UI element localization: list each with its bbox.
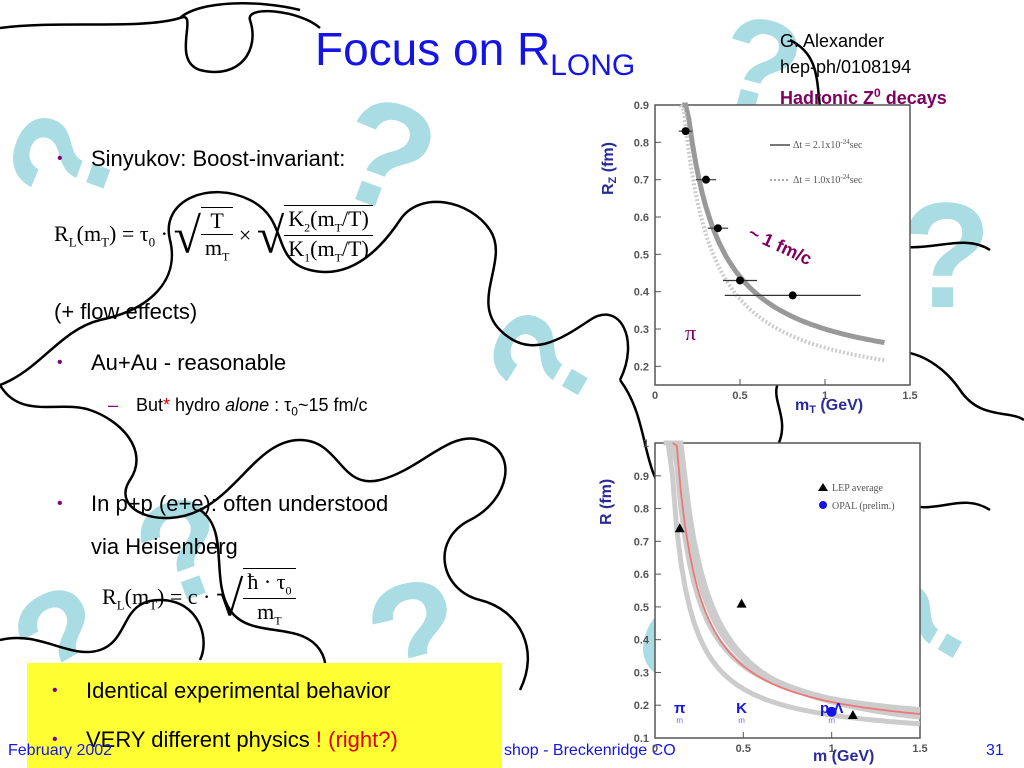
legend-circle-marker	[819, 501, 827, 509]
bullet-dot: •	[57, 150, 63, 167]
chart1-data-point	[713, 224, 722, 233]
chart1-curve-10	[678, 103, 885, 363]
footer-page-number: 31	[986, 742, 1004, 759]
x-tick-label: 1	[829, 743, 835, 755]
sub-bullet-hydro: –But* hydro alone : τ0~15 fm/c	[108, 395, 368, 419]
y-tick-label: 0.6	[634, 569, 649, 581]
y-tick-label: 0.5	[634, 602, 649, 614]
chart2-lep-point	[847, 710, 858, 720]
flow-effects-text: (+ flow effects)	[54, 299, 198, 324]
chart2-legend-2: OPAL (prelim.)	[832, 501, 895, 512]
y-tick-label: 0.9	[634, 100, 649, 112]
footer-conference: shop - Breckenridge CO	[504, 742, 676, 759]
chart1-xlabel: mT (GeV)	[795, 397, 863, 415]
bullet-dot: •	[52, 682, 58, 699]
reference-author: G. Alexander	[780, 31, 885, 51]
chart2-particle-label: p,Λ	[820, 700, 843, 717]
sub-bullet-dash: –	[108, 395, 119, 415]
y-tick-label: 0.7	[634, 175, 649, 187]
chart2-particle-mass-label: m	[676, 716, 683, 725]
chart2-xlabel: m (GeV)	[813, 748, 874, 765]
bullet-dot: •	[57, 495, 63, 512]
chart2-legend: LEP average OPAL (prelim.)	[818, 483, 895, 512]
y-tick-label: 0.8	[634, 504, 649, 516]
y-tick-label: 0.4	[634, 287, 650, 299]
chart1-data-point	[702, 175, 710, 184]
x-tick-label: 1	[822, 390, 828, 402]
question-mark-watermark: ?	[900, 171, 992, 339]
chart2-legend-1: LEP average	[832, 483, 884, 494]
chart2-ylabel: R (fm)	[598, 479, 615, 525]
y-tick-label: 0.3	[634, 324, 649, 336]
chart2-band-curve	[663, 440, 921, 720]
chart2-lep-point	[736, 598, 747, 608]
r-vs-m-chart: 0 0.5 1 1.5 1 0.9 0.8 0.7 0.6 0.5 0.4 0.3 0.2 0.1 LEP…	[598, 438, 928, 765]
x-tick-label: 0.5	[732, 390, 747, 402]
x-tick-label: 0	[652, 743, 658, 755]
y-tick-label: 1	[643, 438, 649, 450]
y-tick-label: 0.2	[634, 361, 649, 373]
x-tick-label: 1.5	[902, 390, 917, 402]
x-tick-label: 0	[652, 390, 658, 402]
bullet-sinyukov: •Sinyukov: Boost-invariant:	[57, 146, 346, 171]
y-tick-label: 0.8	[634, 137, 649, 149]
highlight-box: •Identical experimental behavior •VERY d…	[27, 663, 502, 768]
page-title: Focus on RLONG	[315, 23, 636, 82]
x-tick-label: 1.5	[912, 743, 927, 755]
y-tick-label: 0.2	[634, 700, 649, 712]
y-tick-label: 0.9	[634, 471, 649, 483]
chart1-particle-label: π	[685, 320, 696, 345]
y-tick-label: 0.3	[634, 667, 649, 679]
bullet-pp: •In p+p (e+e): often understood via Heis…	[57, 482, 388, 568]
footer-date: February 2002	[8, 742, 113, 759]
chart1-data-point	[788, 291, 797, 300]
chart2-red-curve	[672, 442, 921, 715]
y-tick-label: 0.5	[634, 249, 649, 261]
chart2-particle-label: π	[674, 700, 686, 717]
y-tick-label: 0.7	[634, 536, 649, 548]
legend-triangle-marker	[818, 483, 828, 491]
chart2-opal-point	[826, 706, 837, 717]
chart2-particle-mass-label: m	[828, 716, 835, 725]
bullet-auau: •Au+Au - reasonable	[57, 350, 287, 375]
chart1-legend-2: Δt = 1.0x10-24sec	[793, 173, 863, 186]
y-tick-label: 0.4	[634, 635, 650, 647]
bullet-dot: •	[57, 354, 63, 371]
y-tick-label: 0.1	[634, 733, 649, 745]
reference-topic: Hadronic Z0 decays	[780, 86, 947, 108]
chart2-particle-mass-label: m	[738, 716, 745, 725]
chart1-legend-1: Δt = 2.1x10-24sec	[793, 138, 863, 151]
y-tick-label: 0.6	[634, 212, 649, 224]
chart1-ylabel: RZ (fm)	[600, 142, 619, 195]
chart1-legend: Δt = 2.1x10-24sec Δt = 1.0x10-24sec	[770, 138, 863, 186]
chart2-lep-point	[674, 523, 685, 533]
x-tick-label: 0.5	[736, 743, 751, 755]
chart1-data-point	[681, 127, 690, 136]
chart2-particle-label: K	[736, 700, 747, 717]
rz-vs-mt-chart: 0 0.5 1 1.5 0.9 0.8 0.7 0.6 0.5 0.4 0.3 0.2 Δt = 2.…	[600, 100, 918, 415]
chart1-data-point	[736, 276, 744, 285]
chart2-band-curve	[663, 440, 921, 727]
highlight-line-2: •VERY different physics ! (right?)	[52, 727, 398, 752]
highlight-line-1: •Identical experimental behavior	[52, 678, 391, 703]
bullet-dot: •	[52, 731, 58, 748]
reference-block: G. Alexander hep-ph/0108194 Hadronic Z0 …	[780, 28, 947, 111]
chart1-curve-21	[682, 102, 885, 346]
reference-paper: hep-ph/0108194	[780, 57, 912, 77]
